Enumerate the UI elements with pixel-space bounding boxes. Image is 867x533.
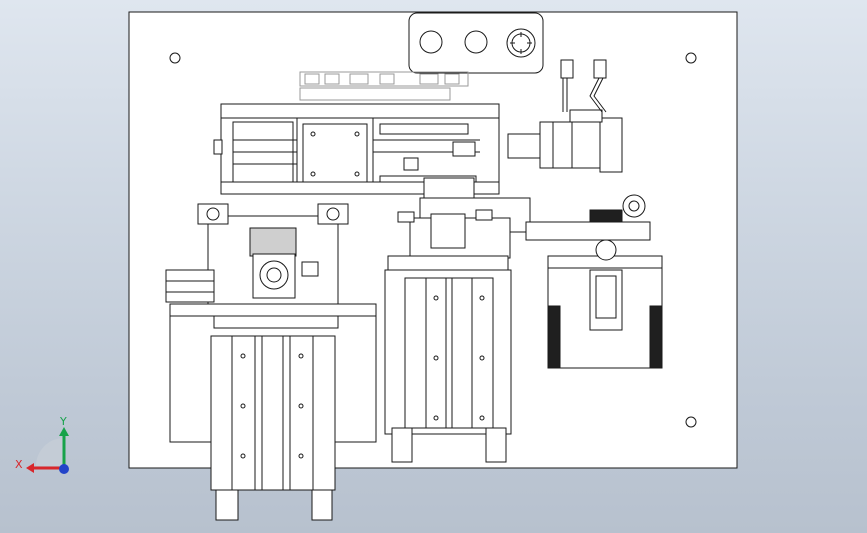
- mounting-hole-top-right: [685, 52, 697, 64]
- coordinate-triad: X Y: [15, 415, 69, 474]
- center-carriage: [387, 177, 531, 271]
- push-button-1: [419, 30, 443, 54]
- left-gripper-assembly: [165, 203, 349, 305]
- motor-cable-connectors: [560, 59, 607, 113]
- triad-x-arrowhead: [26, 463, 34, 473]
- triad-y-arrowhead: [59, 427, 69, 436]
- triad-x-label: X: [15, 458, 23, 471]
- mounting-hole-bottom-right: [685, 416, 697, 428]
- servo-motor: [507, 109, 623, 173]
- triad-origin-disc: [36, 438, 64, 466]
- triad-z-axis: [59, 464, 69, 474]
- sensor-strip: [299, 71, 469, 101]
- push-button-2: [464, 30, 488, 54]
- control-button-panel: [408, 12, 544, 74]
- rotary-pulley-unit: [525, 194, 663, 369]
- mounting-hole-top-left: [169, 52, 181, 64]
- center-lift-cylinder: [384, 269, 512, 463]
- triad-y-label: Y: [59, 415, 67, 428]
- left-lift-cylinder: [169, 303, 377, 521]
